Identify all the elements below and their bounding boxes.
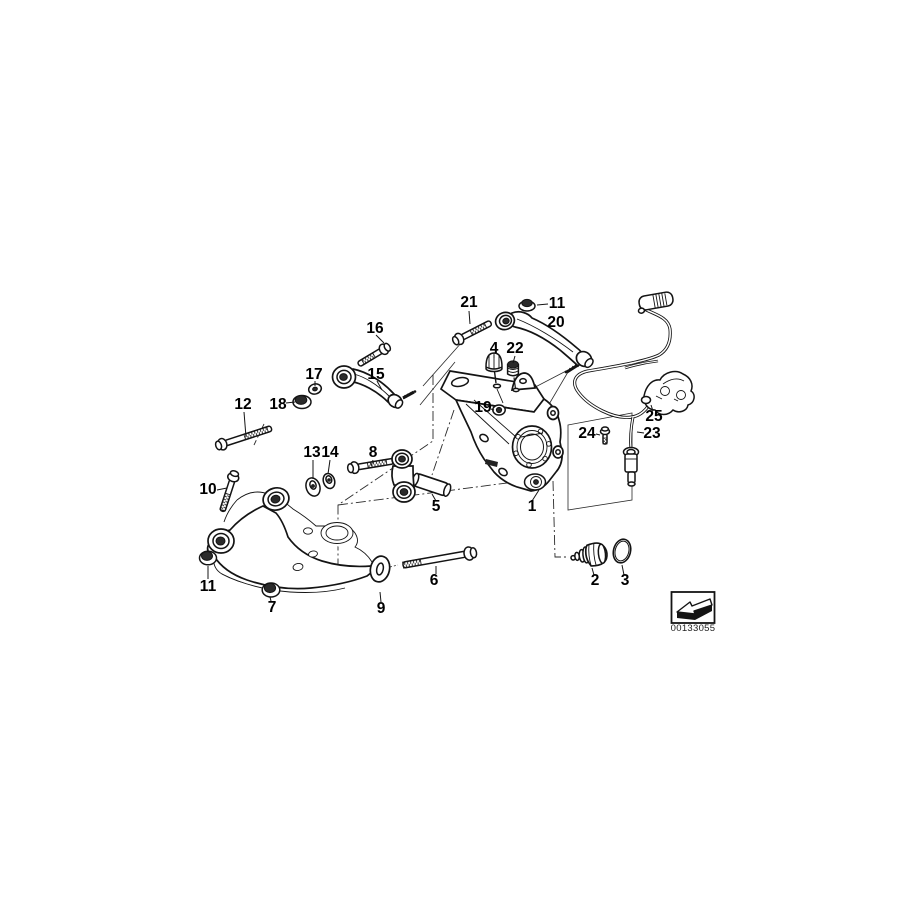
nut-11-lower (198, 550, 218, 566)
callout-20: 20 (547, 314, 565, 331)
abs-sensor-harness (573, 291, 674, 451)
sensor-connector (637, 291, 674, 314)
bump-stop-cap-4 (485, 352, 503, 384)
nut-11-upper (518, 298, 536, 312)
callout-11: 11 (548, 295, 566, 312)
washer-17 (307, 383, 323, 395)
callout-5: 5 (431, 498, 441, 515)
hub-bore (511, 425, 553, 469)
screw-24 (599, 426, 611, 445)
bolt-10 (219, 470, 240, 513)
nut-19 (492, 404, 506, 416)
washer-13 (305, 477, 321, 497)
casting-pad (485, 459, 498, 467)
bolt-16 (357, 342, 392, 367)
callout-16: 16 (366, 320, 384, 337)
track-strut-15 (331, 365, 417, 409)
callout-9: 9 (376, 600, 386, 617)
callout-7: 7 (267, 599, 277, 616)
callout-19: 19 (474, 399, 492, 416)
callout-11: 11 (199, 578, 217, 595)
callout-25: 25 (645, 408, 663, 425)
ball-joint-boot-2 (570, 542, 608, 567)
callout-8: 8 (368, 444, 378, 461)
callout-10: 10 (199, 481, 217, 498)
bolt-6 (402, 546, 478, 569)
callout-6: 6 (429, 572, 439, 589)
callout-13: 13 (303, 444, 321, 461)
wheel-speed-sensor-23 (622, 446, 640, 487)
cable-bracket-25 (640, 370, 695, 416)
image-code: 00133055 (670, 623, 716, 634)
bolt-21 (451, 320, 493, 346)
callout-15: 15 (367, 366, 385, 383)
callout-23: 23 (643, 425, 661, 442)
front-bushing (262, 487, 290, 511)
upper-control-arm-20 (494, 310, 594, 374)
callout-1: 1 (527, 498, 537, 515)
leader-lines (207, 303, 654, 603)
lower-control-arm-9 (206, 487, 391, 590)
bolt-12 (214, 425, 273, 451)
pin-5 (411, 472, 452, 497)
bearing-boss (523, 473, 547, 491)
wheel-carrier-1 (439, 370, 564, 492)
snap-ring-3 (612, 538, 632, 564)
callout-18: 18 (269, 396, 287, 413)
callout-12: 12 (234, 396, 252, 413)
callout-3: 3 (620, 572, 630, 589)
direction-nav-icon[interactable] (670, 591, 716, 624)
callout-2: 2 (590, 572, 600, 589)
integral-link (391, 449, 416, 503)
nut-18 (292, 394, 312, 410)
callout-17: 17 (305, 366, 323, 383)
bushing-22 (506, 360, 520, 390)
callout-4: 4 (489, 340, 499, 357)
nut-7 (261, 582, 281, 598)
arm-end-lug (369, 555, 391, 583)
arrow-down-left-icon (676, 598, 713, 620)
callout-21: 21 (460, 294, 478, 311)
rear-bushing (207, 528, 235, 554)
callout-22: 22 (506, 340, 524, 357)
washer-14 (322, 472, 336, 490)
callout-14: 14 (321, 444, 339, 461)
callout-24: 24 (578, 425, 596, 442)
